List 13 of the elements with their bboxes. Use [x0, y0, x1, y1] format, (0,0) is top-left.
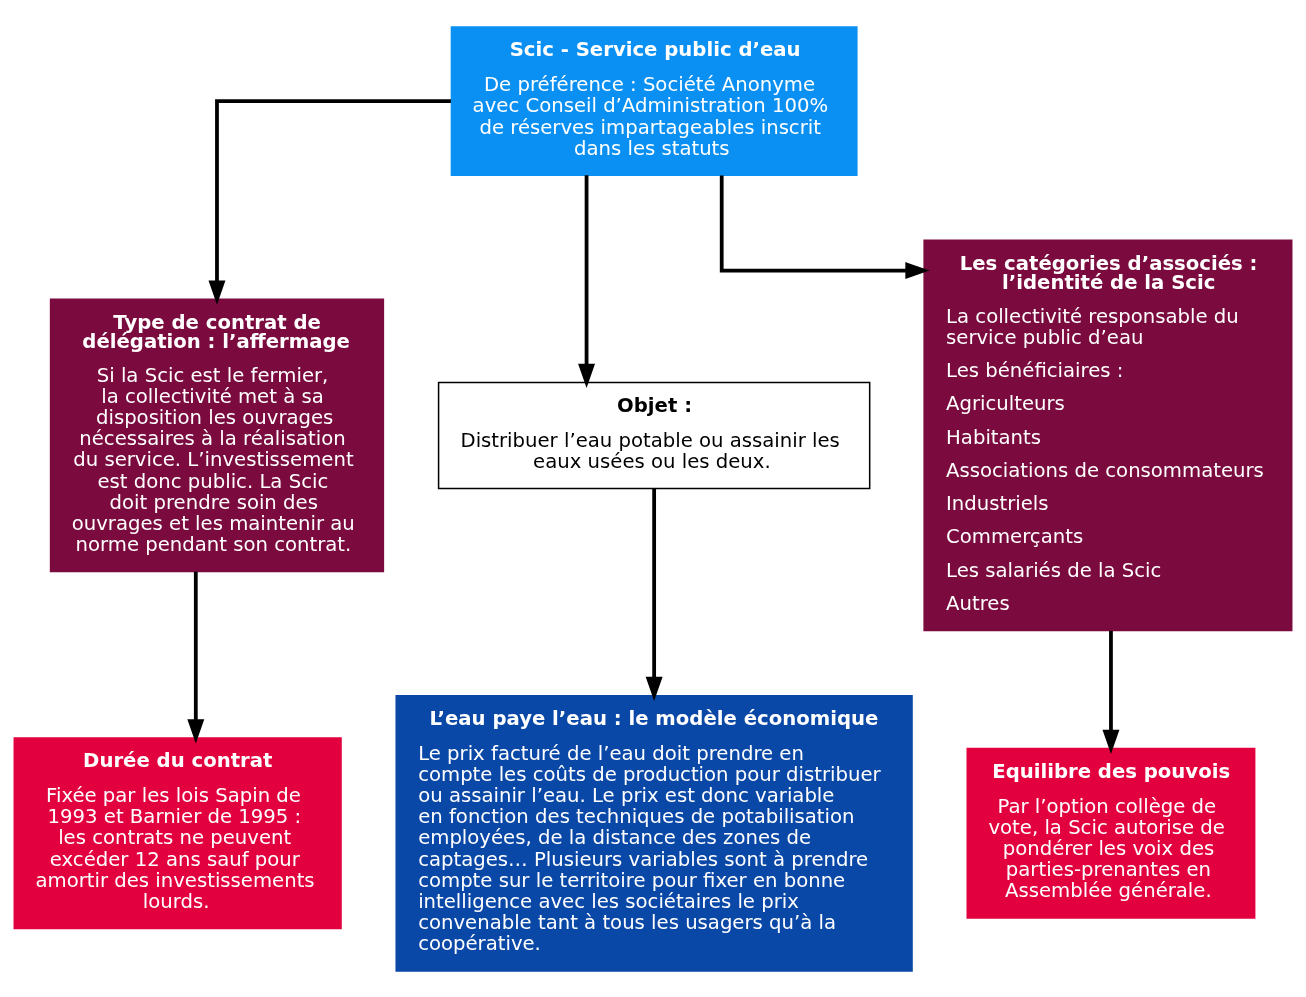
node-box: Les catégories d’associés : l’identité de la Scic La collectivité responsable du service public d’eau Les bénéficiaires : Agriculteurs Habitants Associations de consommateurs Industriels Commerçants Les salariés de la Scic Autres — [923, 239, 1293, 631]
node-box: Type de contrat de délégation : l’affermage Si la Scic est le fermier, la collectivité met à sa disposition les ouvrages nécessaires à la réalisation du service. L’investissement est donc public. La Scic doit prendre soin des ouvrages et les maintenir au norme pendant son contrat. — [49, 298, 385, 572]
node-box: Objet : Distribuer l’eau potable ou assainir les eaux usées ou les deux. — [437, 381, 871, 489]
arrow — [208, 98, 451, 305]
arrow — [187, 571, 205, 744]
node-box: Durée du contrat Fixée par les lois Sapin de 1993 et Barnier de 1995 : les contrats ne peuvent excéder 12 ans sauf pour amortir des investissements lourds. — [13, 736, 342, 929]
node-box: Scic - Service public d’eau De préférence : Société Anonyme avec Conseil d’Administration 100% de réserves impartageables inscrit dans les statuts — [450, 25, 858, 176]
arrow — [1102, 630, 1120, 754]
node-box: Equilibre des pouvois Par l’option collège de vote, la Scic autorise de pondérer les voix des parties-prenantes en Assemblée générale. — [966, 747, 1256, 919]
node-box: L’eau paye l’eau : le modèle économique Le prix facturé de l’eau doit prendre en compte les coûts de production pour distribuer ou assainir l’eau. Le prix est donc variable en fonction des techniques de potabilisation employées, de la distance des zones de captages… Plusieurs variables sont à prendre compte sur le territoire pour fixer en bonne intelligence avec les sociétaires le prix convenable tant à tous les usagers qu’à la coopérative. — [395, 694, 913, 972]
arrow — [645, 488, 663, 701]
arrow — [578, 174, 596, 388]
arrow — [719, 174, 930, 279]
